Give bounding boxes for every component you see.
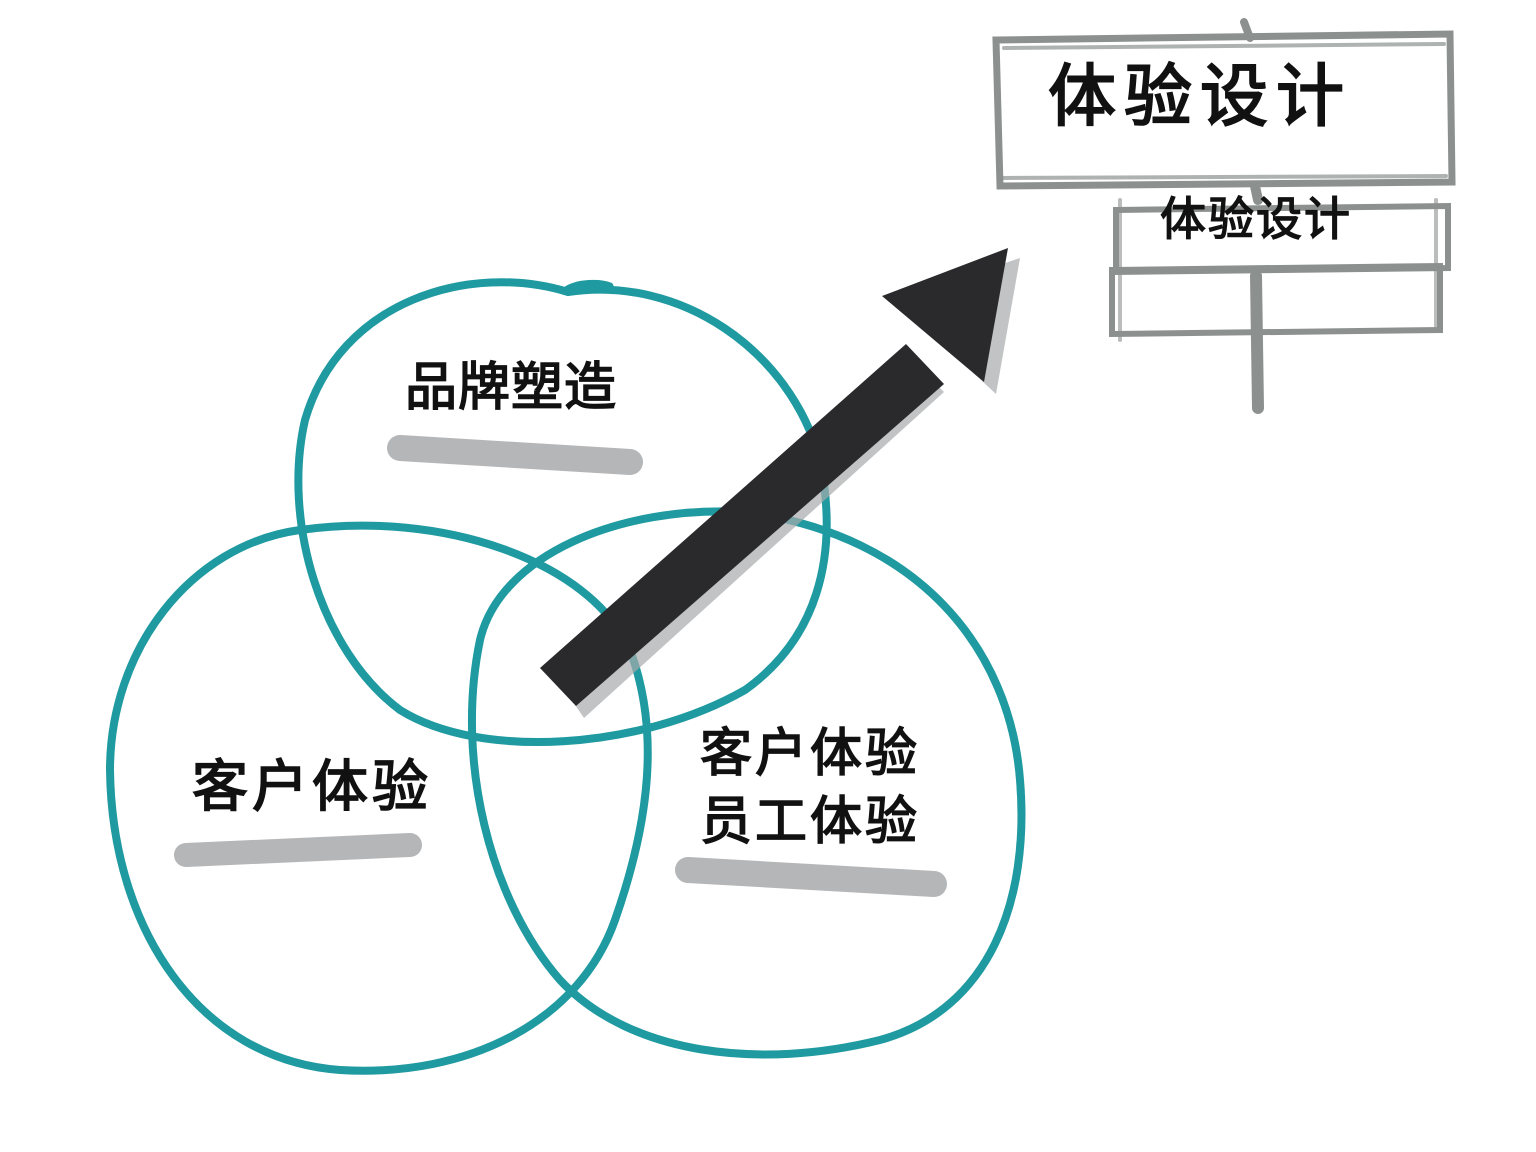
brand-building-label: 品牌塑造	[405, 358, 618, 418]
growth-arrow-icon	[540, 248, 1020, 718]
brand-underline	[387, 435, 643, 475]
brand-circle-tail	[562, 279, 614, 294]
customer-experience-label: 客户体验	[192, 755, 432, 820]
overlap-customer-experience-label: 客户体验	[700, 724, 921, 784]
signpost-title: 体验设计	[1048, 58, 1353, 137]
signpost-subtitle: 体验设计	[1160, 192, 1352, 246]
ex-right-underline	[675, 857, 947, 897]
employee-experience-label: 员工体验	[700, 792, 921, 852]
employee-experience-circle	[468, 507, 1026, 1059]
signpost-icon	[992, 18, 1456, 414]
cx-left-underline	[174, 833, 422, 867]
brand-circle	[294, 278, 831, 746]
